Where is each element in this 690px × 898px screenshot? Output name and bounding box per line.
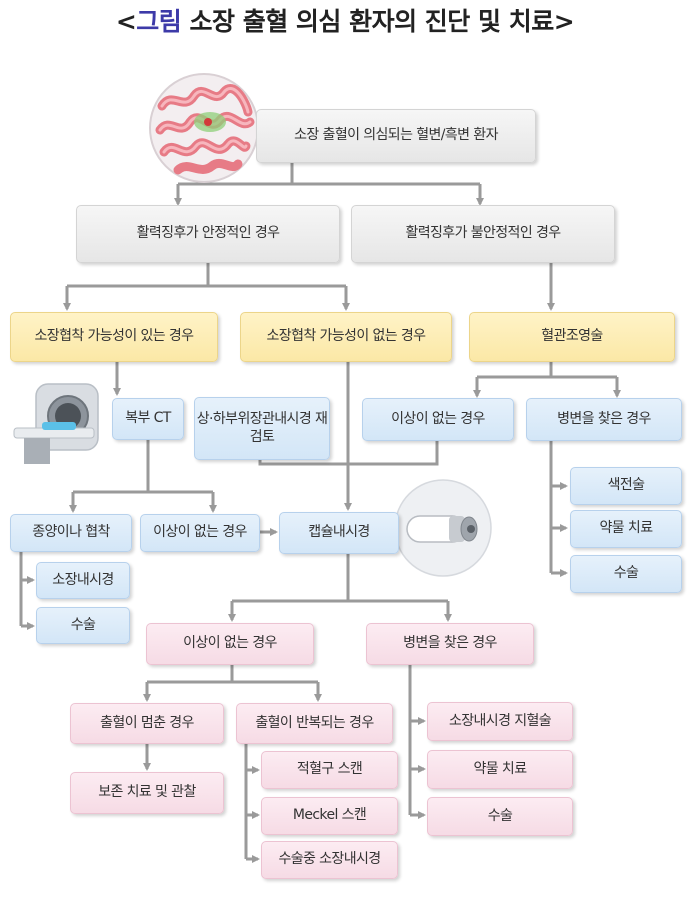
node-ct-no-abnormal: 이상이 없는 경우 [140,514,260,552]
small-intestine-illustration [149,73,259,183]
node-angio-surgery: 수술 [570,555,682,593]
node-capsule-endoscopy: 캡슐내시경 [279,512,399,554]
title-text: 소장 출혈 의심 환자의 진단 및 치료 [181,7,554,36]
node-re-endoscopy: 상·하부위장관내시경 재검토 [194,397,330,460]
node-lesion-surgery: 수술 [427,797,573,836]
node-intraoperative-endoscopy: 수술중 소장내시경 [261,841,398,879]
title-bracket-right: > [553,7,575,36]
title-label: 그림 [136,7,182,36]
node-vitals-unstable: 활력징후가 불안정적인 경우 [351,205,615,263]
node-small-bowel-endoscopy: 소장내시경 [36,562,130,599]
node-angio-drug: 약물 치료 [570,510,682,548]
node-abdominal-ct: 복부 CT [112,398,184,440]
node-meckel-scan: Meckel 스캔 [261,797,398,835]
node-bleeding-recurrent: 출혈이 반복되는 경우 [236,703,393,744]
node-angio-lesion: 병변을 찾은 경우 [526,398,682,441]
node-stricture-unlikely: 소장협착 가능성이 없는 경우 [240,312,452,362]
title-bracket-left: < [115,7,137,36]
node-start: 소장 출혈이 의심되는 혈변/흑변 환자 [256,109,536,163]
node-angiography: 혈관조영술 [469,312,675,362]
node-capsule-no-abnormal: 이상이 없는 경우 [146,623,314,665]
node-stricture-possible: 소장협착 가능성이 있는 경우 [10,312,218,362]
capsule-endoscope-illustration [394,479,492,577]
node-angio-no-abnormal: 이상이 없는 경우 [362,398,514,441]
page-title: <그림 소장 출혈 의심 환자의 진단 및 치료> [0,2,690,38]
node-tumor-surgery: 수술 [36,607,130,644]
node-rbc-scan: 적혈구 스캔 [261,751,398,789]
node-endoscopic-hemostasis: 소장내시경 지혈술 [427,702,573,741]
node-lesion-drug: 약물 치료 [427,750,573,789]
node-conservative-treatment: 보존 치료 및 관찰 [70,772,224,814]
ct-scanner-illustration [10,382,112,468]
node-embolization: 색전술 [570,467,682,505]
node-capsule-lesion: 병변을 찾은 경우 [366,623,534,665]
node-bleeding-stopped: 출혈이 멈춘 경우 [70,703,224,744]
node-tumor-stricture: 종양이나 협착 [10,514,132,552]
node-vitals-stable: 활력징후가 안정적인 경우 [76,205,340,263]
